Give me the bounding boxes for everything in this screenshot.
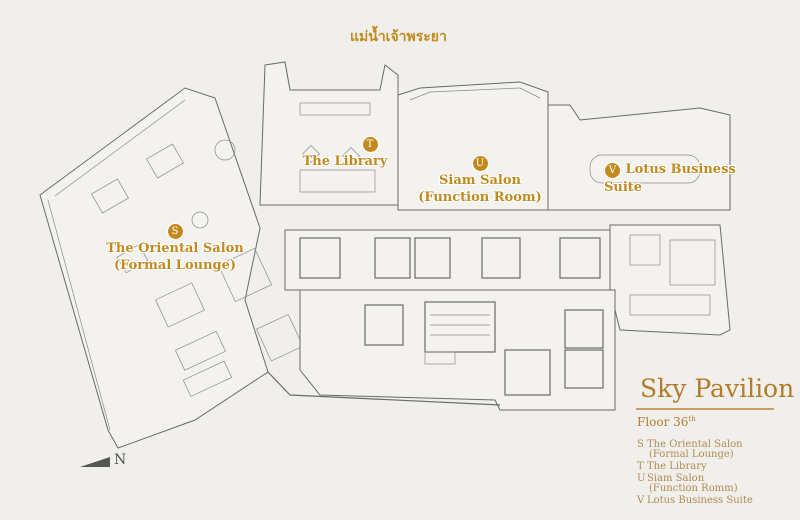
floor-suffix: th	[688, 415, 696, 423]
room-sub: (Function Room)	[418, 190, 542, 205]
elevator-core	[284, 229, 611, 291]
north-label: N	[114, 452, 127, 468]
room-marker-u: U	[471, 155, 489, 172]
legend-key: V	[637, 495, 645, 506]
legend-sub: (Formal Lounge)	[649, 449, 734, 460]
room-name: The Oriental Salon	[106, 241, 244, 256]
library-room	[259, 61, 399, 206]
room-marker-t: T	[361, 136, 379, 153]
legend-sub: (Function Romm)	[649, 483, 738, 494]
room-marker-s: S	[166, 223, 184, 240]
room-name: The Library	[302, 154, 388, 169]
title-divider	[636, 408, 774, 410]
legend-name: The Oriental Salon	[647, 439, 743, 450]
room-name: Siam Salon	[439, 173, 521, 188]
legend-name: The Library	[647, 461, 707, 472]
room-label-oriental-salon[interactable]: S The Oriental Salon (Formal Lounge)	[100, 222, 250, 274]
legend-name: Lotus Business Suite	[647, 495, 753, 506]
legend-key: S	[637, 439, 644, 450]
map-title: Sky Pavilion	[640, 374, 795, 403]
legend-key: U	[637, 473, 646, 484]
river-label: แม่น้ำเจ้าพระยา	[350, 29, 447, 45]
room-label-siam-salon[interactable]: U Siam Salon (Function Room)	[410, 154, 550, 206]
siam-salon-room	[397, 81, 549, 211]
floor-number: Floor 36	[637, 415, 689, 429]
legend-name: Siam Salon	[647, 473, 705, 484]
floor-label: Floor 36th	[637, 415, 696, 429]
room-name: Lotus Business Suite	[604, 162, 736, 195]
lotus-suite-room	[547, 104, 731, 211]
north-arrow-icon	[80, 457, 110, 467]
room-label-lotus-suite[interactable]: V Lotus Business Suite	[604, 161, 764, 196]
room-marker-v: V	[604, 162, 621, 179]
legend-key: T	[637, 461, 644, 472]
room-label-library[interactable]: T The Library	[290, 135, 400, 170]
room-sub: (Formal Lounge)	[113, 258, 237, 273]
